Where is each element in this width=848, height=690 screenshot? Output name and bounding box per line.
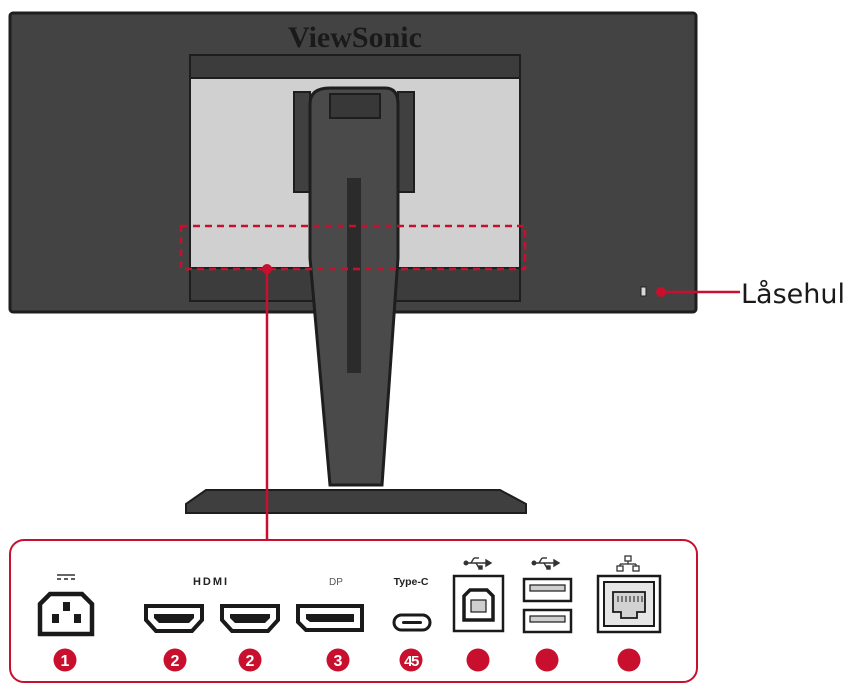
port-badge-usb-c: 45 [399, 648, 423, 672]
usb-symbol-icon [531, 557, 561, 570]
usb-c-label: Type-C [394, 576, 429, 588]
io-highlight-box [179, 224, 527, 271]
port-badge-hdmi-1: 2 [163, 648, 187, 672]
port-badge-power: 1 [53, 648, 77, 672]
svg-text:3: 3 [334, 653, 343, 670]
lock-slot-label: Låsehul [741, 279, 845, 310]
ethernet-port-icon [596, 574, 662, 634]
port-badge-displayport: 3 [326, 648, 350, 672]
svg-text:2: 2 [171, 653, 180, 670]
port-badge-ethernet [617, 648, 641, 672]
svg-text:1: 1 [61, 653, 70, 670]
port-badge-hdmi-2: 2 [238, 648, 262, 672]
stand-base [185, 489, 527, 514]
displayport-label: DP [329, 577, 343, 588]
port-badge-usb-b [466, 648, 490, 672]
network-symbol-icon [616, 555, 640, 572]
power-socket-icon [37, 574, 95, 637]
hinge-bracket-left [293, 91, 311, 193]
lock-slot [640, 286, 647, 297]
hdmi-label: HDMI [193, 576, 229, 588]
port-badge-usb-a [535, 648, 559, 672]
svg-text:2: 2 [246, 653, 255, 670]
displayport-icon [296, 604, 364, 632]
stand-cable-slot [347, 178, 361, 373]
hinge-bracket-right [397, 91, 415, 193]
usb-symbol-icon [463, 557, 493, 570]
usb-b-port-icon [452, 574, 505, 633]
svg-text:45: 45 [404, 653, 419, 670]
usb-c-port-icon [392, 613, 432, 632]
brand-logo: ViewSonic [288, 21, 422, 54]
usb-a-ports-icon [522, 577, 573, 634]
stand-top-slot [329, 93, 381, 119]
hdmi-port-icon [220, 604, 280, 633]
hdmi-port-icon [144, 604, 204, 633]
